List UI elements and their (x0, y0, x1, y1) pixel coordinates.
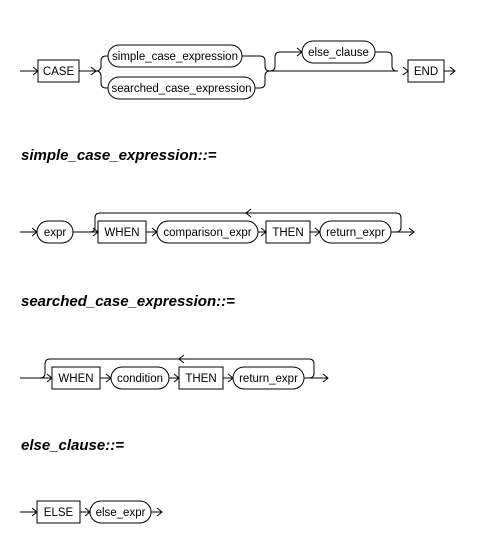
return-expr-label: return_expr (326, 227, 385, 239)
searched-case-expression-label: searched_case_expression (111, 83, 251, 95)
comparison-expr-label: comparison_expr (163, 227, 251, 239)
else-keyword: ELSE (44, 507, 74, 519)
simple-case-expression-heading: simple_case_expression::= (21, 147, 217, 164)
return-expr-label-2: return_expr (239, 373, 298, 385)
else-clause-diagram: ELSE else_expr (20, 500, 163, 524)
when-keyword: WHEN (104, 227, 139, 239)
then-keyword: THEN (272, 227, 303, 239)
searched-case-expression-heading: searched_case_expression::= (21, 293, 235, 310)
searched-case-diagram: WHEN condition THEN return_expr (20, 354, 329, 390)
simple-case-diagram: expr WHEN comparison_expr THEN return_ex… (20, 208, 415, 244)
expr-label: expr (44, 227, 67, 239)
then-keyword-2: THEN (185, 373, 216, 385)
when-keyword-2: WHEN (58, 373, 93, 385)
else-expr-label: else_expr (96, 507, 146, 519)
condition-label: condition (117, 373, 163, 385)
case-keyword: CASE (43, 66, 75, 78)
simple-case-expression-label: simple_case_expression (112, 51, 238, 63)
else-clause-label: else_clause (308, 47, 369, 59)
case-diagram: CASE simple_case_expression searched_cas… (20, 40, 456, 100)
else-clause-heading: else_clause::= (21, 437, 124, 454)
end-keyword: END (414, 66, 438, 78)
